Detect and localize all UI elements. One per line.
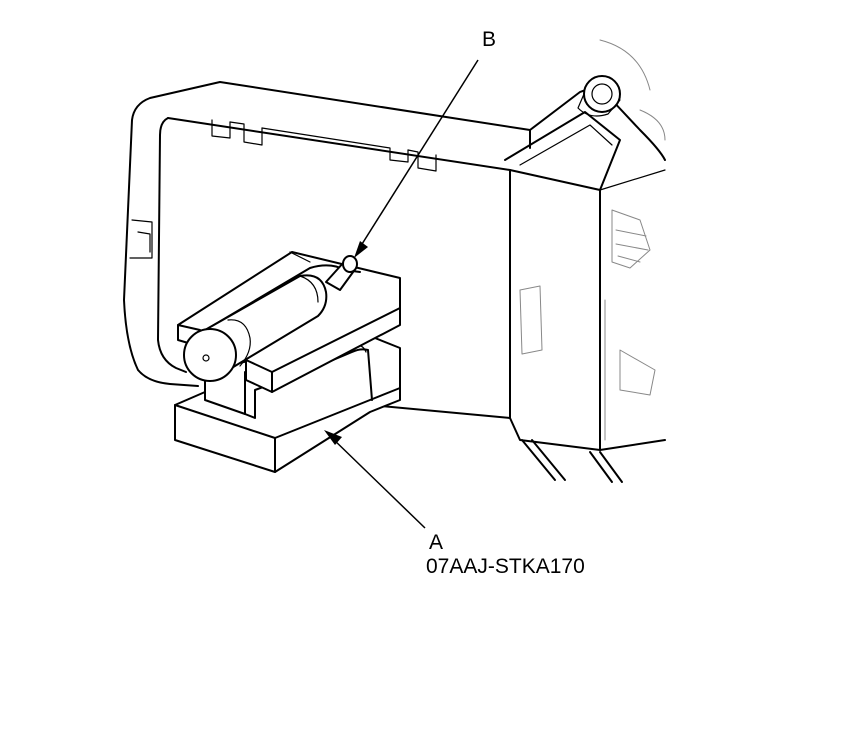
callout-a-arrowhead [324,430,342,445]
callout-a-letter: A [429,531,443,554]
callout-b-letter: B [482,28,496,51]
callout-b: B [354,28,496,258]
callout-a-leader [329,435,426,529]
shaft-part [183,255,358,382]
callout-a-part-number: 07AAJ-STKA170 [426,555,585,578]
callout-b-arrowhead [354,241,368,258]
callout-b-leader [356,59,479,253]
housing [123,39,666,483]
callout-a: A 07AAJ-STKA170 [324,430,585,578]
